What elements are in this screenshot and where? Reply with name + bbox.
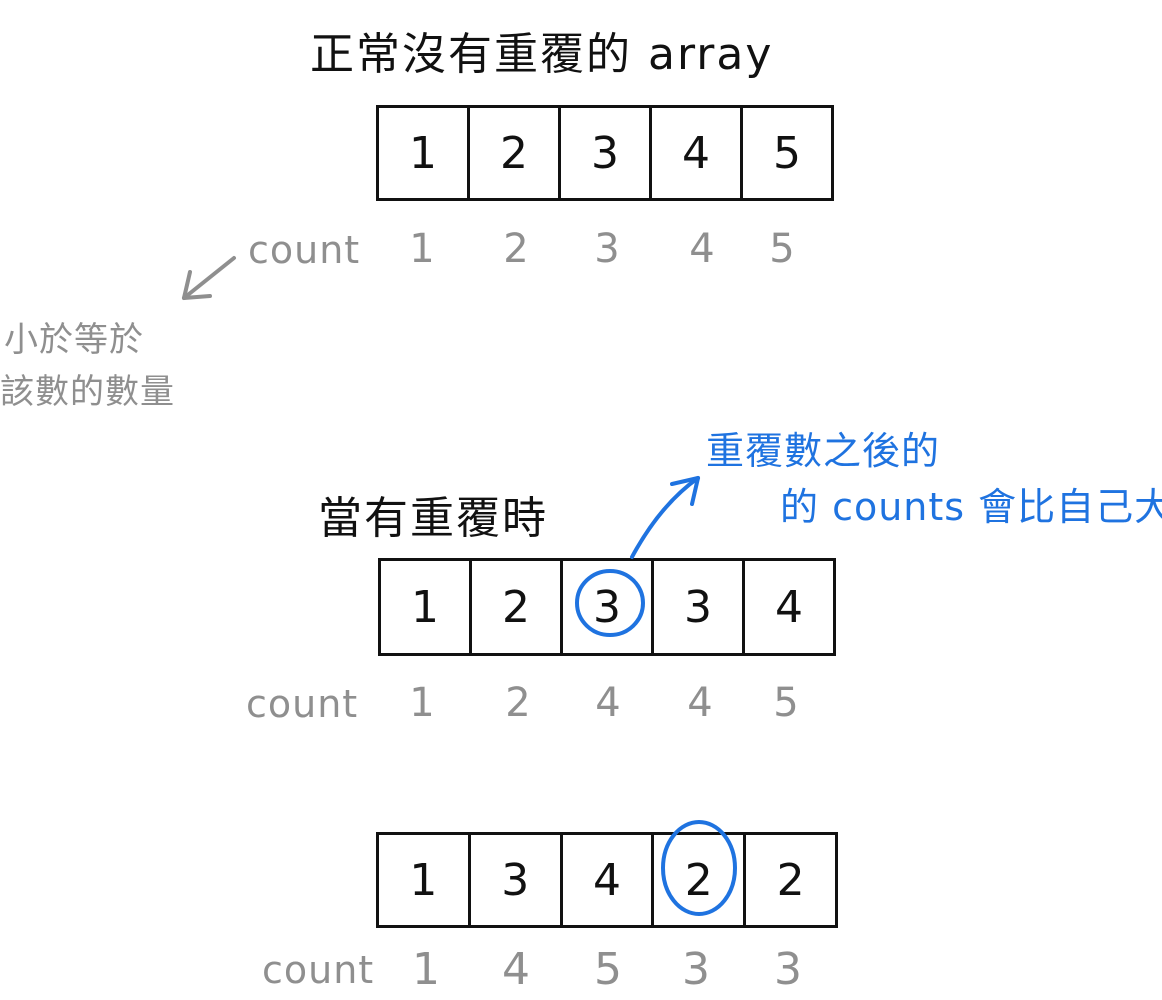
gray-note-line2: 該數的數量 <box>0 372 175 412</box>
array-cell: 3 <box>471 835 563 925</box>
array-cell: 2 <box>776 854 805 906</box>
array-cell: 4 <box>652 108 743 198</box>
section2-count-label: count <box>246 682 359 726</box>
gray-arrow-icon <box>182 256 236 300</box>
array-cell: 3 <box>561 108 652 198</box>
count-value: 1 <box>409 680 435 726</box>
count-value: 5 <box>769 226 795 272</box>
blue-note-line2: 的 counts 會比自己大 <box>780 485 1162 529</box>
gray-note-line1: 小於等於 <box>4 320 144 360</box>
array-cell: 2 <box>470 108 561 198</box>
array-cell: 2 <box>654 835 747 925</box>
count-value: 3 <box>682 944 710 995</box>
array-cell: 3 <box>563 561 654 653</box>
array-cell: 4 <box>563 835 655 925</box>
blue-note-line1: 重覆數之後的 <box>706 429 941 473</box>
section1-title: 正常沒有重覆的 array <box>310 29 774 80</box>
array-cell: 3 <box>654 561 745 653</box>
array-cell: 2 <box>472 561 563 653</box>
count-value: 3 <box>774 944 802 995</box>
count-value: 1 <box>409 226 435 272</box>
count-value: 5 <box>773 680 799 726</box>
section2-array: 1 2 3 3 4 <box>378 558 836 656</box>
count-value: 2 <box>505 680 531 726</box>
count-value: 3 <box>594 226 620 272</box>
count-value: 4 <box>595 680 621 726</box>
array-cell: 4 <box>775 581 803 633</box>
count-value: 4 <box>502 944 530 995</box>
array-cell: 5 <box>773 127 801 179</box>
section3-array: 1 3 4 2 2 <box>376 832 838 928</box>
section1-count-label: count <box>248 228 361 272</box>
array-cell: 1 <box>379 835 471 925</box>
count-value: 4 <box>689 226 715 272</box>
count-value: 5 <box>594 944 622 995</box>
section1-array: 1 2 3 4 5 <box>376 105 834 201</box>
section3-count-label: count <box>262 948 375 992</box>
blue-arrow-icon <box>630 476 700 559</box>
array-cell: 1 <box>379 108 470 198</box>
count-value: 1 <box>412 944 440 995</box>
count-value: 4 <box>687 680 713 726</box>
array-cell: 1 <box>381 561 472 653</box>
section2-title: 當有重覆時 <box>318 493 548 544</box>
count-value: 2 <box>503 226 529 272</box>
